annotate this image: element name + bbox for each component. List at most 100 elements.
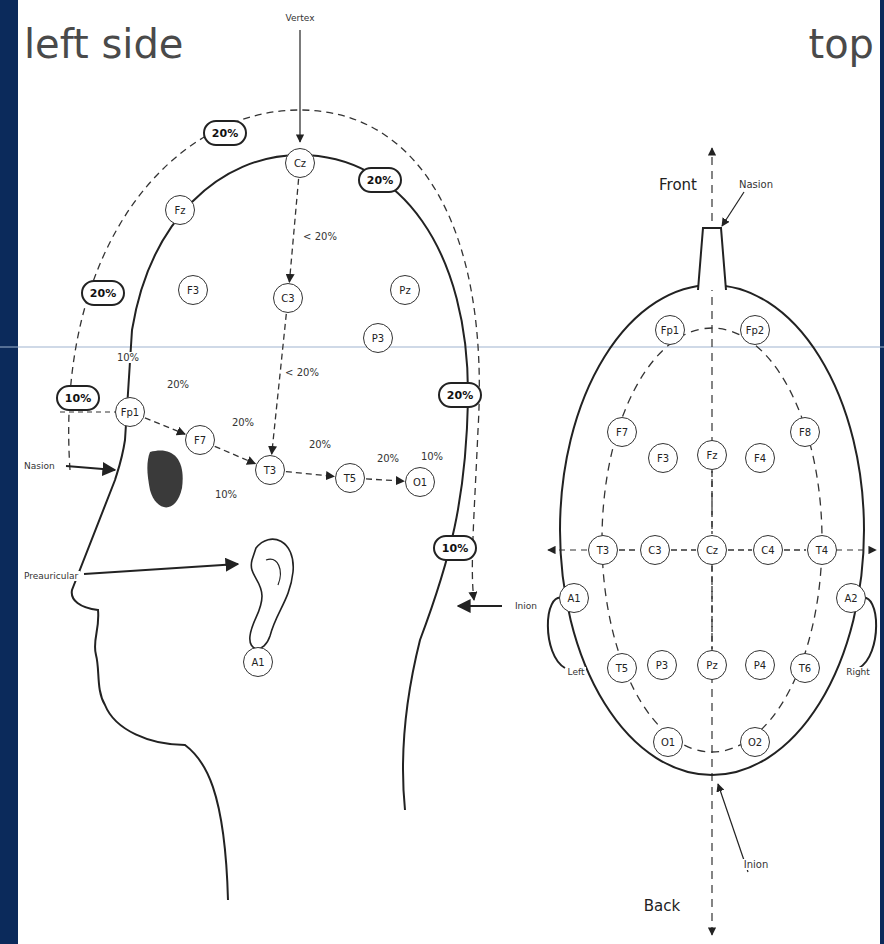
electrode-name: Fp1 — [121, 407, 139, 418]
measure-label: 20% — [230, 417, 256, 428]
back-of-head — [300, 155, 468, 810]
electrode-circle: Pz — [697, 650, 727, 680]
electrode-name: F7 — [194, 435, 206, 446]
preauricular-arrow — [84, 564, 238, 574]
electrode-circle: A1 — [243, 647, 273, 677]
measure-label: 10% — [419, 451, 445, 462]
dashed-guide — [60, 411, 120, 412]
measure-label: 10% — [115, 352, 141, 363]
electrode-circle: C3 — [273, 283, 303, 313]
electrode-circle: Fp1 — [115, 397, 145, 427]
electrode-name: F7 — [616, 427, 628, 438]
percent-oval: 20% — [438, 382, 482, 408]
face-profile — [72, 155, 300, 900]
electrode-ring — [602, 328, 822, 752]
electrode-name: Pz — [706, 660, 717, 671]
measure-label: Back — [642, 897, 682, 915]
dashed-connector — [711, 471, 712, 534]
ear-fold — [266, 559, 280, 585]
percent-text: 10% — [65, 392, 91, 405]
measure-label: Nasion — [22, 461, 57, 471]
measure-label: Inion — [742, 859, 771, 870]
measure-label: Front — [657, 176, 699, 194]
coronal-axis-right — [836, 549, 876, 550]
measure-label: 10% — [213, 489, 239, 500]
measure-label: 20% — [165, 379, 191, 390]
electrode-name: F4 — [754, 453, 766, 464]
electrode-circle: F7 — [185, 425, 215, 455]
electrode-name: C4 — [761, 545, 774, 556]
dashed-connector — [784, 549, 806, 550]
electrode-name: C3 — [648, 545, 661, 556]
electrode-name: Fp2 — [746, 325, 764, 336]
electrode-name: Fz — [706, 450, 717, 461]
electrode-name: T5 — [616, 663, 628, 674]
inion-arrow — [458, 605, 502, 607]
electrode-circle: Fp2 — [740, 315, 770, 345]
measure-label: Vertex — [284, 13, 317, 23]
electrode-circle: F3 — [648, 443, 678, 473]
percent-text: 20% — [90, 287, 116, 300]
electrode-circle: T3 — [255, 455, 285, 485]
electrode-circle: P3 — [647, 650, 677, 680]
percent-oval: 20% — [358, 167, 402, 193]
electrode-circle: P4 — [745, 650, 775, 680]
dashed-connector — [289, 179, 298, 282]
percent-text: 20% — [212, 127, 238, 140]
percent-oval: 10% — [56, 385, 100, 411]
electrode-circle: Pz — [390, 275, 420, 305]
dashed-connector — [671, 549, 696, 550]
electrode-circle: F8 — [790, 417, 820, 447]
electrode-name: T5 — [344, 473, 356, 484]
electrode-circle: O1 — [653, 727, 683, 757]
electrode-name: Cz — [294, 158, 306, 169]
electrode-circle: F4 — [745, 443, 775, 473]
electrode-name: A1 — [251, 657, 264, 668]
electrode-circle: T5 — [607, 653, 637, 683]
measure-label: Left — [566, 667, 587, 677]
electrode-name: F3 — [187, 285, 199, 296]
nose — [698, 228, 726, 290]
electrode-name: P3 — [372, 333, 384, 344]
electrode-circle: C3 — [640, 535, 670, 565]
electrode-name: O1 — [661, 737, 675, 748]
electrode-name: O2 — [748, 737, 762, 748]
electrode-circle: Cz — [697, 535, 727, 565]
rule-line — [0, 347, 884, 348]
dashed-connector — [619, 549, 639, 550]
head-outline — [560, 285, 864, 775]
percent-text: 20% — [447, 389, 473, 402]
electrode-circle: A1 — [559, 583, 589, 613]
electrode-name: Fp1 — [661, 325, 679, 336]
electrode-name: P4 — [754, 660, 766, 671]
electrode-circle: P3 — [363, 323, 393, 353]
measure-label: Nasion — [737, 179, 775, 190]
electrode-circle: Cz — [285, 148, 315, 178]
measure-label: Right — [844, 667, 872, 677]
vertex-arrow — [299, 30, 300, 142]
nasion-arrow — [722, 192, 744, 226]
measure-label: < 20% — [283, 367, 321, 378]
percent-oval: 20% — [203, 120, 247, 146]
electrode-name: T3 — [264, 465, 276, 476]
electrode-name: Cz — [706, 545, 718, 556]
electrode-name: T3 — [597, 545, 609, 556]
electrode-circle: T4 — [807, 535, 837, 565]
white-panel — [18, 0, 880, 944]
percent-text: 20% — [367, 174, 393, 187]
electrode-name: T4 — [816, 545, 828, 556]
electrode-circle: T5 — [335, 463, 365, 493]
electrode-circle: A2 — [836, 583, 866, 613]
view-heading: left side — [22, 21, 185, 67]
electrode-name: O1 — [413, 477, 427, 488]
dashed-connector — [711, 566, 712, 649]
electrode-circle: T3 — [588, 535, 618, 565]
measure-label: Inion — [513, 601, 539, 611]
ear — [250, 539, 293, 649]
measure-label: < 20% — [301, 231, 339, 242]
nasion-arrow — [66, 466, 115, 470]
dashed-connector — [728, 549, 752, 550]
dashed-connector — [215, 446, 256, 463]
